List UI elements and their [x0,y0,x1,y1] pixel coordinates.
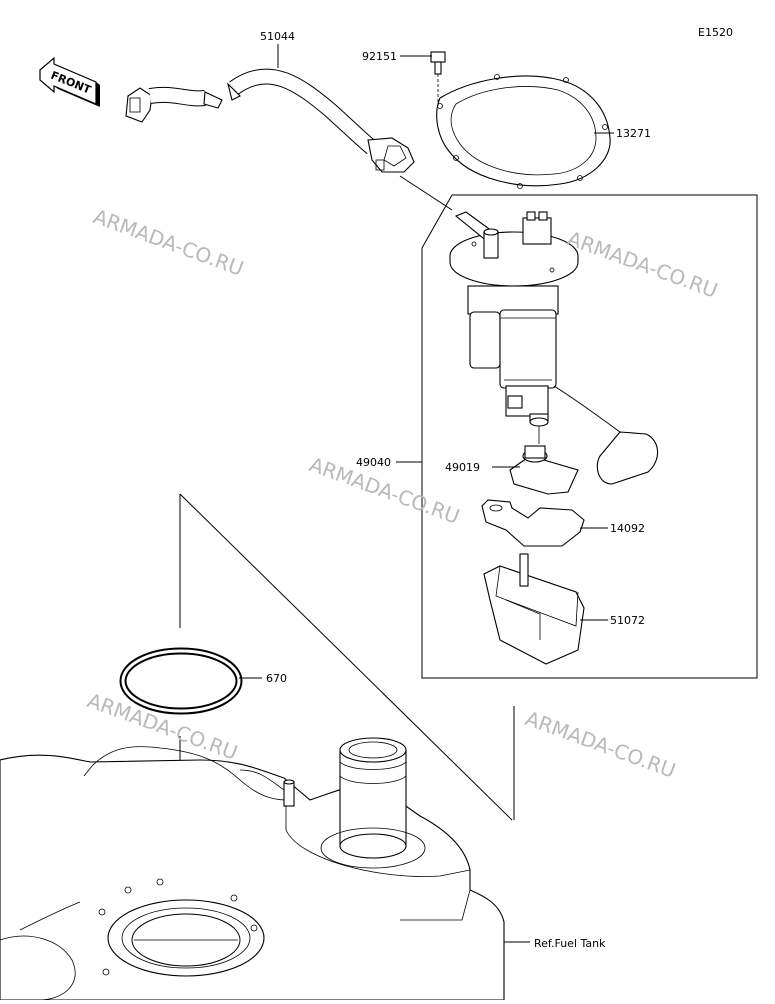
watermark-5: ARMADA-CO.RU [522,706,679,783]
part-number-49019: 49019 [445,461,480,474]
holder-51072 [483,553,585,665]
watermark-4: ARMADA-CO.RU [84,688,241,765]
fuel-tank [0,737,505,1001]
part-number-92151: 92151 [362,50,397,63]
fuel-pump-assembly-49040 [449,211,659,485]
part-number-51072: 51072 [610,614,645,627]
filter-49019 [509,426,579,495]
watermark-1: ARMADA-CO.RU [90,204,247,281]
bracket-14092 [481,499,585,547]
diagram-code: E1520 [698,26,733,39]
o-ring-670 [119,647,243,715]
part-number-13271: 13271 [616,127,651,140]
gasket-plate-13271 [436,74,611,189]
part-number-14092: 14092 [610,522,645,535]
front-arrow-icon: FRONT [39,56,100,107]
part-number-49040: 49040 [356,456,391,469]
assembly-frame [421,194,758,679]
part-number-51044: 51044 [260,30,295,43]
bolt-92151 [430,51,446,104]
part-number-670: 670 [266,672,287,685]
ref-fuel-tank-label: Ref.Fuel Tank [534,937,606,950]
leader-lines [239,44,614,943]
fuel-hose-51044 [125,68,415,173]
watermark-2: ARMADA-CO.RU [564,226,721,303]
